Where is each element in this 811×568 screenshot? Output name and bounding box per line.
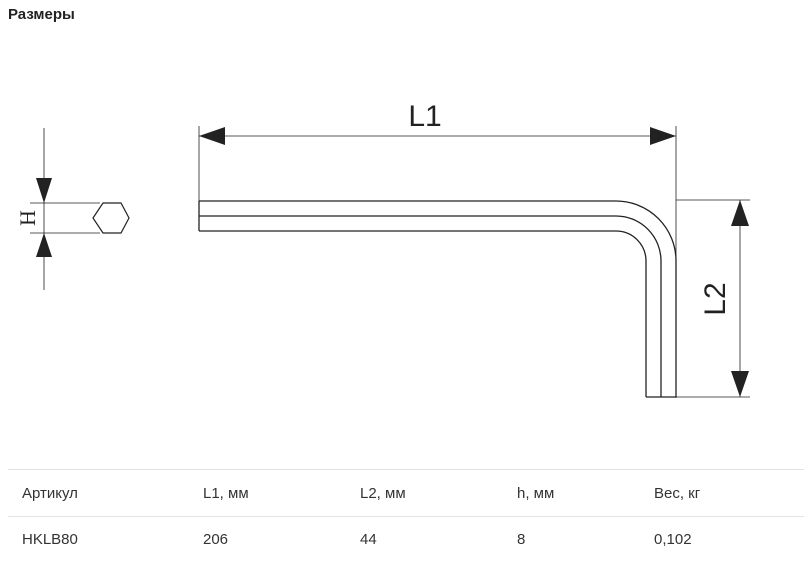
h-arrow-top (36, 178, 52, 203)
h-arrow-bottom (36, 233, 52, 257)
page-title: Размеры (8, 6, 75, 23)
key-center-line (199, 215, 662, 397)
l1-arrow-right (650, 127, 676, 145)
hex-key-dimension-drawing: H L1 L2 (15, 100, 750, 398)
l2-label: L2 (699, 282, 732, 315)
header-l2: L2, мм (346, 469, 503, 517)
cell-h: 8 (503, 516, 640, 561)
header-weight: Вес, кг (640, 469, 804, 517)
h-label: H (15, 210, 40, 226)
header-article: Артикул (8, 469, 189, 517)
header-h: h, мм (503, 469, 640, 517)
l1-label: L1 (408, 100, 441, 133)
hex-profile-icon (92, 202, 130, 234)
table-header-row: Артикул L1, мм L2, мм h, мм Вес, кг (8, 469, 804, 517)
dimensions-table: Артикул L1, мм L2, мм h, мм Вес, кг HKLB… (8, 469, 804, 561)
cell-l2: 44 (346, 516, 503, 561)
table-row: HKLB80 206 44 8 0,102 (8, 516, 804, 561)
l1-arrow-left (199, 127, 225, 145)
cell-l1: 206 (189, 516, 346, 561)
cell-weight: 0,102 (640, 516, 804, 561)
key-outline-inner (199, 230, 647, 397)
l2-arrow-bottom (731, 371, 749, 397)
header-l1: L1, мм (189, 469, 346, 517)
l2-arrow-top (731, 200, 749, 226)
key-outline-outer (199, 200, 677, 397)
cell-article: HKLB80 (8, 516, 189, 561)
